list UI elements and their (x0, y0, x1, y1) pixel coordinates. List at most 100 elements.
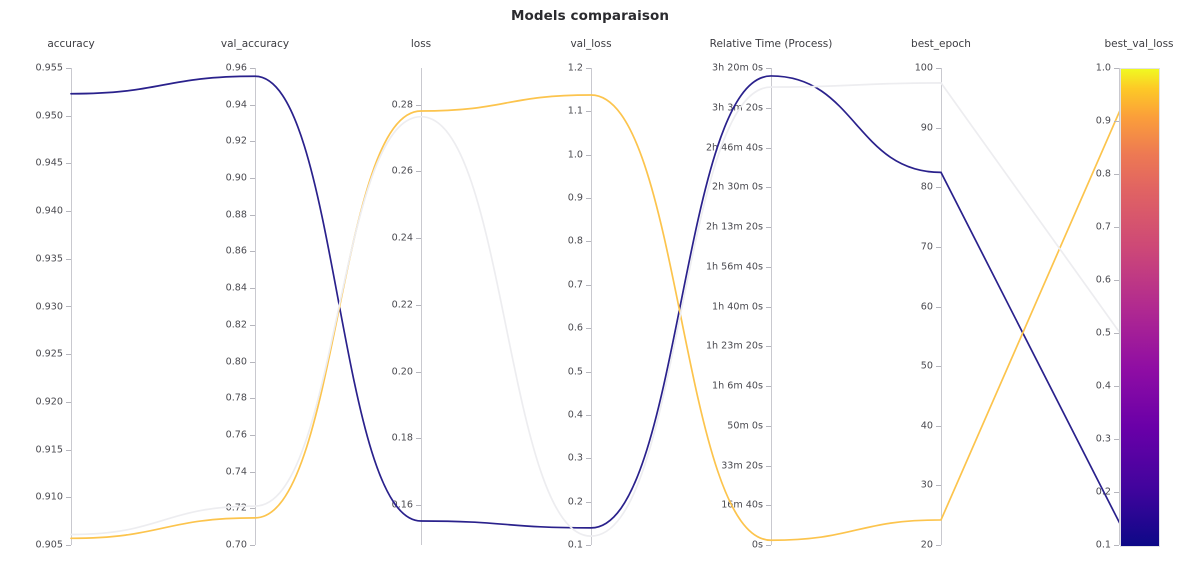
axis-tick-label: 1h 40m 0s (712, 301, 763, 312)
axis-tick-label: 100 (914, 62, 933, 74)
axis-tick-label: 70 (920, 241, 933, 253)
axis-tick-label: 1h 56m 40s (705, 261, 763, 273)
axis-tick-mark (586, 155, 591, 156)
axis-tick-label: 30 (920, 479, 933, 491)
axis-title-relative_time_process: Relative Time (Process) (709, 38, 833, 50)
axis-line-val_accuracy[interactable] (255, 68, 256, 545)
axis-tick-mark (66, 545, 71, 546)
axis-tick-label: 0.945 (35, 157, 63, 169)
axis-tick-label: 0.22 (391, 299, 413, 311)
axis-tick-mark (766, 466, 771, 467)
axis-tick-mark (250, 68, 255, 69)
axis-line-relative_time_process[interactable] (771, 68, 772, 545)
axis-tick-label: 2h 46m 40s (705, 142, 763, 153)
axis-tick-label: 0.5 (567, 366, 583, 378)
axis-tick-mark (66, 497, 71, 498)
axis-line-loss[interactable] (421, 68, 422, 545)
colorbar-tick-mark (1114, 174, 1119, 175)
axis-tick-label: 90 (920, 122, 933, 134)
colorbar-tick-mark (1114, 121, 1119, 122)
axis-tick-label: 3h 20m 0s (712, 62, 763, 74)
axis-tick-label: 2h 13m 20s (705, 221, 763, 233)
axis-tick-label: 33m 20s (721, 460, 763, 471)
axis-tick-label: 80 (920, 181, 933, 193)
colorbar-tick-mark (1114, 545, 1119, 546)
axis-tick-mark (250, 215, 255, 216)
axis-tick-label: 0.20 (391, 366, 413, 378)
axis-tick-label: 0.76 (225, 429, 247, 441)
axis-tick-mark (936, 247, 941, 248)
axis-tick-mark (250, 472, 255, 473)
axis-line-best_epoch[interactable] (941, 68, 942, 545)
axis-tick-mark (586, 415, 591, 416)
colorbar-gradient[interactable] (1120, 68, 1160, 547)
axis-tick-mark (936, 366, 941, 367)
axis-line-accuracy[interactable] (71, 68, 72, 545)
axis-tick-mark (250, 508, 255, 509)
colorbar-tick-label: 1.0 (1095, 62, 1111, 74)
axis-tick-label: 0.930 (35, 301, 63, 312)
axis-tick-mark (250, 545, 255, 546)
colorbar-tick-label: 0.9 (1095, 115, 1111, 127)
colorbar-tick-mark (1114, 227, 1119, 228)
colorbar-tick-mark (1114, 439, 1119, 440)
axis-tick-label: 0.80 (225, 356, 247, 368)
axis-tick-label: 2h 30m 0s (712, 181, 763, 193)
colorbar-tick-mark (1114, 280, 1119, 281)
axis-tick-label: 0.4 (567, 409, 583, 421)
axis-tick-mark (66, 259, 71, 260)
colorbar-tick-label: 0.4 (1095, 380, 1111, 392)
axis-tick-label: 0.910 (35, 491, 63, 503)
axis-tick-mark (250, 325, 255, 326)
axis-tick-label: 0.24 (391, 232, 413, 244)
axis-tick-label: 50 (920, 360, 933, 372)
axis-tick-label: 0.905 (35, 539, 63, 551)
axis-tick-label: 1.2 (567, 62, 583, 74)
axis-tick-label: 0.935 (35, 253, 63, 265)
axis-tick-mark (586, 545, 591, 546)
axis-tick-label: 0.8 (567, 235, 583, 247)
axis-tick-label: 1h 6m 40s (712, 380, 763, 392)
colorbar-tick-label: 0.7 (1095, 221, 1111, 233)
axis-tick-label: 0.70 (225, 539, 247, 551)
axis-tick-mark (416, 438, 421, 439)
axis-tick-mark (66, 163, 71, 164)
axis-tick-mark (936, 128, 941, 129)
axis-tick-mark (250, 251, 255, 252)
axis-line-val_loss[interactable] (591, 68, 592, 545)
colorbar-tick-mark (1114, 68, 1119, 69)
axis-tick-mark (936, 68, 941, 69)
axis-tick-label: 0.88 (225, 209, 247, 221)
axis-tick-mark (766, 227, 771, 228)
axis-tick-label: 1.0 (567, 149, 583, 161)
axis-tick-label: 1.1 (567, 105, 583, 117)
axis-tick-label: 0.920 (35, 396, 63, 408)
axis-tick-mark (766, 346, 771, 347)
axis-tick-label: 0.86 (225, 245, 247, 257)
axis-tick-mark (766, 505, 771, 506)
axis-tick-label: 0.82 (225, 319, 247, 331)
colorbar-tick-label: 0.1 (1095, 539, 1111, 551)
axis-tick-mark (766, 187, 771, 188)
axis-tick-mark (586, 458, 591, 459)
axis-tick-label: 0.955 (35, 62, 63, 74)
axis-tick-mark (936, 426, 941, 427)
axis-tick-label: 20 (920, 539, 933, 551)
axis-tick-mark (250, 288, 255, 289)
colorbar-axis-line (1119, 68, 1120, 545)
axis-tick-mark (936, 307, 941, 308)
colorbar-tick-mark (1114, 492, 1119, 493)
axis-tick-label: 60 (920, 301, 933, 312)
axis-tick-label: 0.74 (225, 466, 247, 478)
axis-tick-mark (586, 198, 591, 199)
axis-tick-label: 0.90 (225, 172, 247, 184)
colorbar-tick-mark (1114, 386, 1119, 387)
axis-tick-label: 50m 0s (727, 420, 763, 432)
axis-tick-label: 0s (751, 539, 763, 551)
axis-tick-mark (766, 426, 771, 427)
axis-tick-mark (586, 372, 591, 373)
axis-tick-label: 3h 3m 20s (712, 102, 763, 114)
axis-tick-mark (66, 211, 71, 212)
axis-tick-label: 0.2 (567, 496, 583, 508)
axis-tick-mark (416, 505, 421, 506)
